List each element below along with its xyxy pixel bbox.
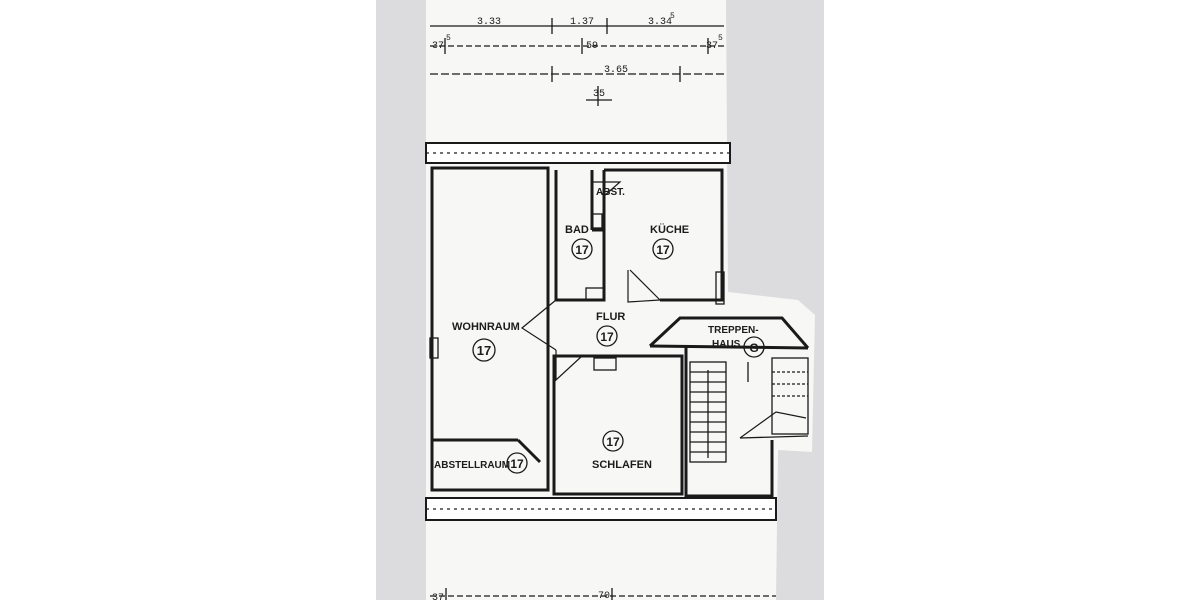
dim-top-1: 3.33 — [477, 17, 501, 28]
room-label-wohnraum: WOHNRAUM — [452, 321, 520, 333]
outer-wall-bottom — [425, 497, 777, 521]
room-circle-treppenhaus — [743, 336, 765, 358]
dim-top-3: 3.34 — [648, 17, 672, 28]
dim-top-2: 1.37 — [570, 17, 594, 28]
dim-top-7: 3.65 — [604, 65, 628, 76]
dim-bottom-2: 70 — [598, 591, 610, 600]
dim-top-6-sup: 5 — [718, 34, 723, 43]
room-circle-flur — [596, 325, 618, 347]
room-number-flur: 17 — [600, 330, 614, 344]
room-label-treppenhaus: TREPPEN- — [708, 325, 759, 336]
dim-top-5: 59 — [586, 41, 598, 52]
dim-top-6: 37 — [706, 41, 718, 52]
outer-wall-top — [425, 142, 731, 164]
room-number-bad: 17 — [575, 243, 589, 257]
room-label-schlafen: SCHLAFEN — [592, 459, 652, 471]
room-number-kueche: 17 — [656, 243, 670, 257]
room-label-kueche: KÜCHE — [650, 223, 689, 236]
dim-top-3-sup: 5 — [670, 12, 675, 21]
room-circle-wohnraum — [472, 338, 496, 362]
room-label-flur: FLUR — [596, 311, 625, 323]
room-circle-abstellraum — [506, 452, 528, 474]
interior-walls — [430, 166, 810, 498]
dim-bottom-1: 37 — [432, 593, 444, 600]
room-number-schlafen: 17 — [606, 435, 620, 449]
room-label-abst: ABST. — [596, 187, 625, 198]
room-label-abstellraum: ABSTELLRAUM — [434, 460, 510, 471]
top-dimension-lines — [430, 18, 724, 106]
room-circle-bad — [571, 238, 593, 260]
dim-top-4-sup: 5 — [446, 34, 451, 43]
fixtures — [429, 213, 725, 371]
room-label-bad: BAD — [565, 224, 589, 236]
room-number-wohnraum: 17 — [477, 343, 491, 358]
dim-top-4: 37 — [432, 41, 444, 52]
room-number-abstellraum: 17 — [510, 457, 524, 471]
staircase — [689, 357, 809, 463]
room-label-treppenhaus-2: HAUS — [712, 339, 741, 350]
door-swings — [520, 181, 661, 382]
room-circle-schlafen — [602, 430, 624, 452]
bottom-dimension-line — [430, 588, 776, 600]
dim-top-8: 35 — [593, 89, 605, 100]
room-circle-kueche — [652, 238, 674, 260]
room-number-treppenhaus: G — [749, 341, 758, 355]
